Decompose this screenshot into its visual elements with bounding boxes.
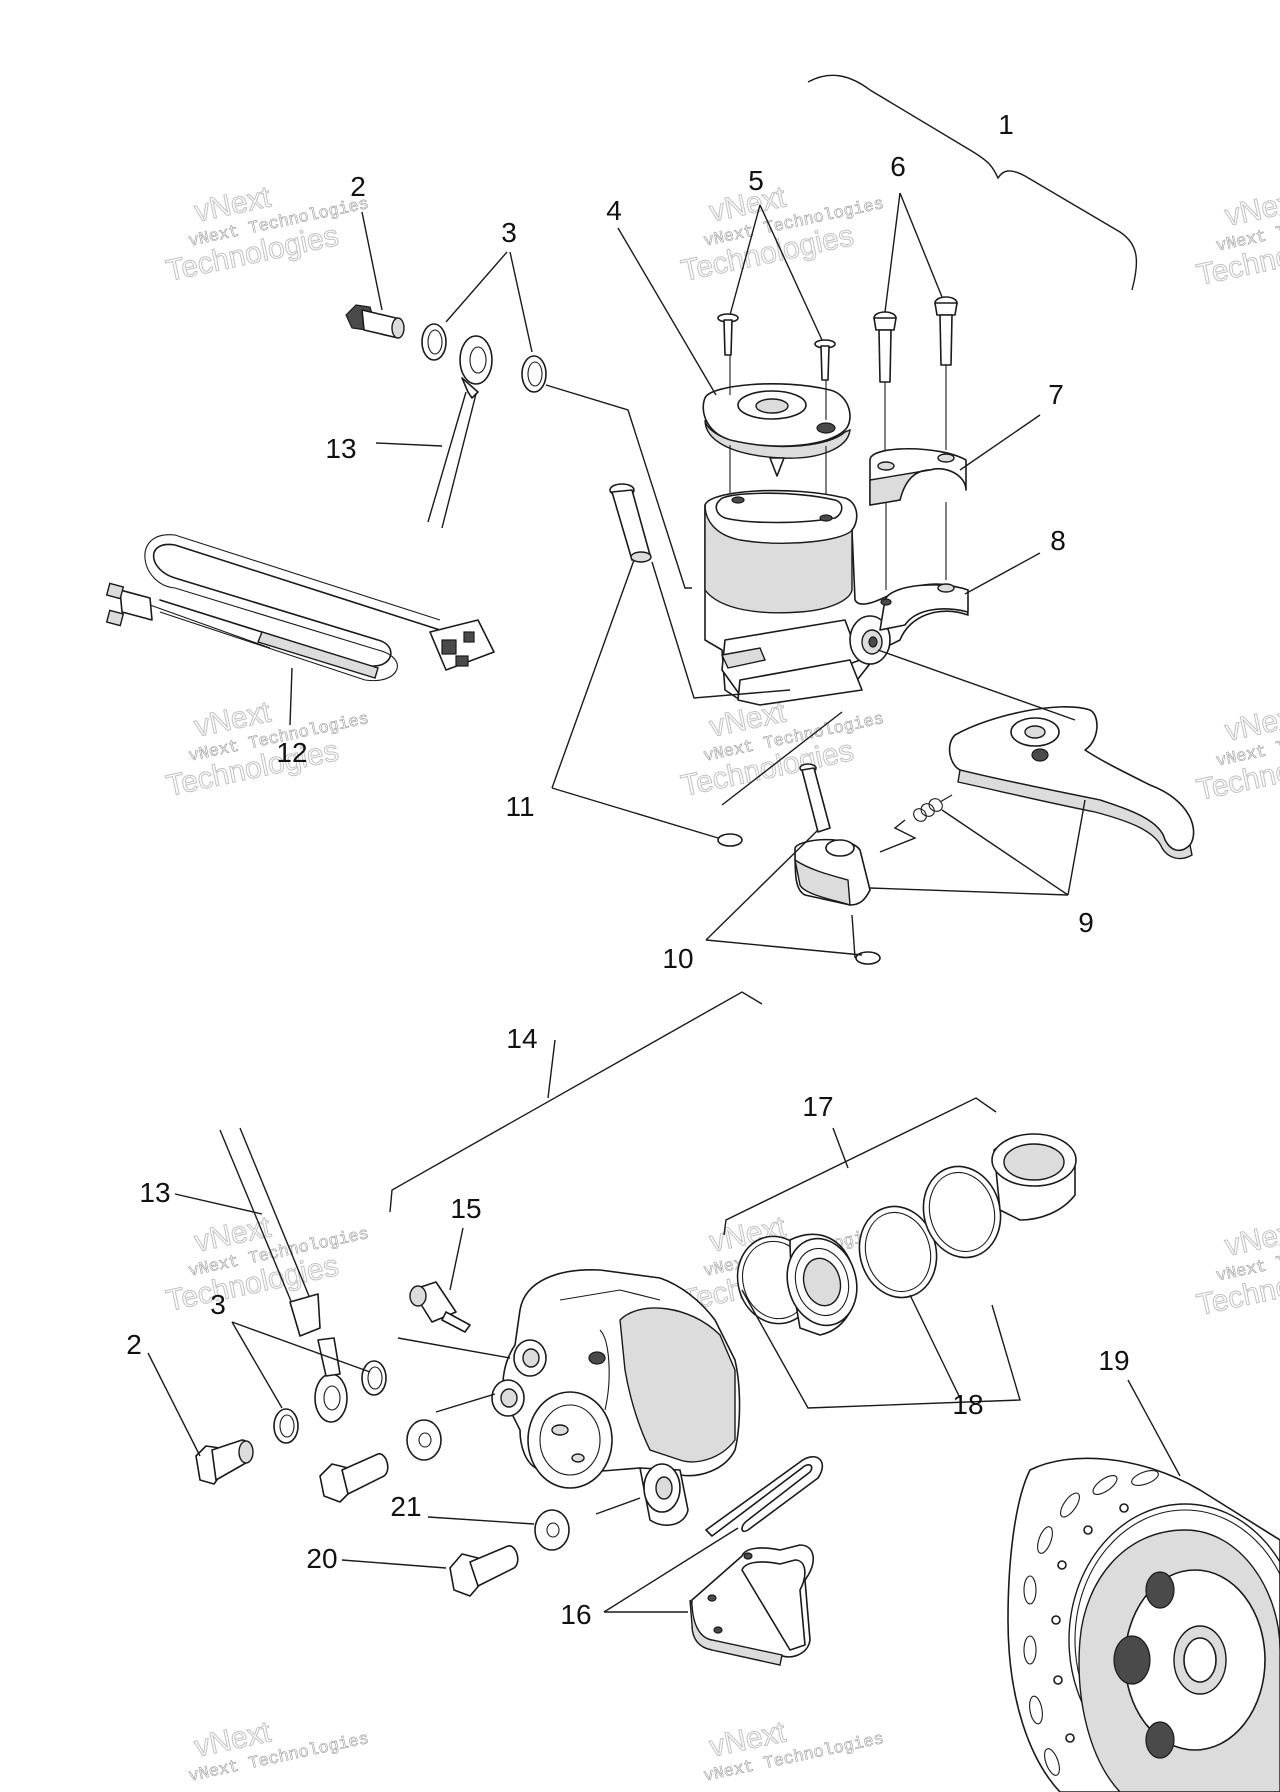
lever-return-spring <box>913 794 953 822</box>
watermark-10: vNext vNext Technologies <box>187 1715 371 1787</box>
watermark-11: vNext vNext Technologies <box>702 1715 886 1787</box>
callout-16: 16 <box>560 1599 591 1630</box>
callout-18: 18 <box>952 1389 983 1420</box>
brake-lever <box>948 706 1195 860</box>
banjo-bolt-upper <box>345 304 405 339</box>
crush-washer-upper-b <box>521 355 547 393</box>
callout-6: 6 <box>890 151 906 182</box>
callout-14: 14 <box>506 1023 537 1054</box>
mounting-bolt-upper <box>319 1453 389 1503</box>
watermark-9: vNext vNext Technologies Technologies <box>1193 1214 1280 1323</box>
callout-13-lower: 13 <box>139 1177 170 1208</box>
watermark-2: vNext vNext Technologies Technologies <box>678 180 886 289</box>
brake-line-upper <box>427 335 493 529</box>
caliper-body <box>491 1269 741 1526</box>
watermark-5: vNext vNext Technologies Technologies <box>163 1210 371 1319</box>
callout-17: 17 <box>802 1091 833 1122</box>
lever-adjuster-block <box>793 838 871 906</box>
callout-3-lower: 3 <box>210 1289 226 1320</box>
clamp-bolt-a <box>873 311 897 383</box>
caliper-piston-seal-c <box>922 1165 1002 1259</box>
assembly-guide-lines <box>729 355 947 590</box>
watermark-8: vNext vNext Technologies Technologies <box>1193 699 1280 808</box>
caliper-piston-outer <box>991 1133 1077 1221</box>
bracket-assembly-14 <box>389 991 763 1213</box>
caliper-piston <box>786 1233 858 1336</box>
lever-adjuster-clip <box>855 951 881 965</box>
callout-2-lower: 2 <box>126 1329 142 1360</box>
lever-pivot-pin <box>609 483 652 563</box>
clamp-bolt-b <box>934 296 958 366</box>
callout-5: 5 <box>748 165 764 196</box>
switch-connector <box>105 582 153 627</box>
callout-21: 21 <box>390 1491 421 1522</box>
callout-8: 8 <box>1050 525 1066 556</box>
callout-labels: 1 2 3 4 5 6 7 8 9 10 11 12 13 14 17 13 1… <box>126 109 1129 1630</box>
reservoir-cover <box>702 383 851 477</box>
callout-2-upper: 2 <box>350 171 366 202</box>
banjo-bolt-lower <box>195 1439 254 1485</box>
callout-11: 11 <box>505 791 534 822</box>
handlebar-clamp-lower <box>879 583 969 631</box>
callout-3-upper: 3 <box>501 217 517 248</box>
bracket-assembly-1 <box>807 74 1138 291</box>
callout-9: 9 <box>1078 907 1094 938</box>
callout-13-upper: 13 <box>325 433 356 464</box>
callout-19: 19 <box>1098 1345 1129 1376</box>
brake-disc <box>1007 1457 1280 1792</box>
callout-12: 12 <box>276 737 307 768</box>
caliper-washer-upper <box>406 1419 442 1461</box>
crush-washer-lower-b <box>361 1360 387 1396</box>
crush-washer-upper-a <box>421 323 447 361</box>
pivot-pin-clip <box>717 833 743 847</box>
handlebar-clamp-upper <box>869 448 967 506</box>
caliper-washer-21 <box>534 1509 570 1551</box>
callout-4: 4 <box>606 195 622 226</box>
watermark-3: vNext vNext Technologies Technologies <box>163 695 371 804</box>
bracket-assembly-17 <box>723 1097 997 1236</box>
crush-washer-lower-a <box>273 1408 299 1444</box>
callout-1: 1 <box>998 109 1014 140</box>
bleeder-valve <box>409 1281 471 1333</box>
switch-body <box>429 619 495 671</box>
brake-pad-retaining-pin <box>705 1456 824 1537</box>
master-cylinder-body <box>704 489 969 706</box>
callout-20: 20 <box>306 1543 337 1574</box>
lever-adjuster-pin <box>799 763 831 833</box>
cover-screw-a <box>717 313 739 356</box>
lower-leader-lines <box>147 1039 1181 1613</box>
brake-switch-harness <box>105 534 495 682</box>
caliper-piston-seal-b <box>858 1205 938 1299</box>
watermark-1: vNext vNext Technologies Technologies <box>163 180 371 289</box>
brake-pads <box>689 1544 814 1666</box>
cover-screw-b <box>814 339 836 381</box>
callout-7: 7 <box>1048 379 1064 410</box>
callout-15: 15 <box>450 1193 481 1224</box>
callout-10: 10 <box>662 943 693 974</box>
upper-leader-lines <box>289 192 1086 959</box>
watermark-7: vNext vNext Technologies Technologies <box>1193 184 1280 293</box>
mounting-bolt-20 <box>449 1545 519 1597</box>
